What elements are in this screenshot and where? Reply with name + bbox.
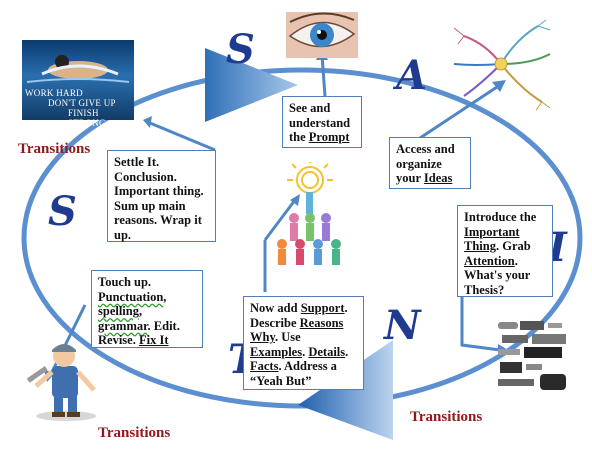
- transitions-label-bottom-left: Transitions: [98, 425, 171, 441]
- access-line-3: your Ideas: [396, 171, 453, 185]
- mind-map-image: [453, 19, 551, 111]
- introduce-line-3: Thing. Grab: [464, 239, 531, 253]
- transitions-label-top-left: Transitions: [18, 141, 91, 157]
- prompt-link: Prompt: [308, 130, 350, 144]
- letter-n: N: [384, 302, 421, 349]
- fix-it-link: Fix It: [138, 333, 169, 347]
- ideas-link: Ideas: [423, 171, 453, 185]
- connector-prompt-eye: [320, 54, 327, 97]
- touch-line-1: Touch up.: [98, 275, 152, 289]
- connector-settle-poster: [149, 121, 216, 152]
- settle-line-1: Settle It.: [114, 155, 160, 169]
- spelling-word: spelling: [98, 304, 139, 318]
- teamwork-figure-image: [277, 162, 341, 265]
- top-arrowhead: [205, 48, 298, 122]
- examples-link: Examples: [250, 344, 303, 359]
- worker-cartoon-image: [26, 344, 96, 421]
- letter-a: A: [396, 52, 428, 99]
- thing-link: Thing: [464, 239, 496, 253]
- touch-line-2: Punctuation,: [98, 289, 167, 304]
- introduce-line-5: What's your: [464, 268, 531, 282]
- box-introduce-thesis: Introduce the Important Thing. Grab Atte…: [457, 205, 553, 297]
- see-line-1: See and: [289, 101, 331, 115]
- touch-line-3: spelling,: [98, 304, 143, 318]
- connector-support-figure: [263, 199, 297, 241]
- support-line-5: Facts. Address a: [250, 359, 337, 373]
- letter-s-left: S: [48, 188, 77, 235]
- access-line-1: Access and: [396, 142, 455, 156]
- settle-line-5: reasons. Wrap it: [114, 213, 202, 227]
- touch-line-5: Revise. Fix It: [98, 333, 169, 347]
- punctuation-word: Punctuation: [98, 289, 164, 304]
- poster-line-3: FINISH STRONG: [68, 108, 106, 128]
- settle-line-2: Conclusion.: [114, 169, 177, 184]
- touch-line-4: grammar. Edit.: [98, 318, 180, 333]
- introduce-line-6: Thesis?: [464, 282, 505, 297]
- poster-line-2: DON'T GIVE UP: [48, 98, 116, 108]
- access-line-2: organize: [396, 156, 442, 171]
- support-line-3: Why. Use: [250, 330, 301, 344]
- introduce-line-1: Introduce the: [464, 210, 537, 224]
- connector-thesis-words: [460, 296, 501, 352]
- attention-link: Attention: [464, 253, 515, 268]
- swimmer-poster: WORK HARD DON'T GIVE UP FINISH STRONG: [22, 40, 134, 128]
- see-line-3: the Prompt: [289, 130, 350, 144]
- grammar-word: grammar: [98, 318, 148, 333]
- box-see-prompt: See and understand the Prompt: [282, 96, 362, 148]
- settle-line-6: up.: [114, 227, 132, 242]
- connector-touch-worker: [48, 304, 87, 377]
- support-line-1: Now add Support.: [250, 301, 348, 315]
- eye-image: [286, 12, 358, 58]
- box-access-ideas: Access and organize your Ideas: [389, 137, 471, 189]
- settle-line-4: Sum up main: [114, 198, 186, 213]
- why-link: Why: [250, 330, 276, 344]
- poster-line-1: WORK HARD: [25, 88, 83, 98]
- support-line-4: Examples. Details.: [250, 344, 349, 359]
- box-add-support: Now add Support. Describe Reasons Why. U…: [243, 296, 364, 390]
- box-touch-up: Touch up. Punctuation, spelling, grammar…: [91, 270, 203, 348]
- swimmer-figure: [26, 55, 130, 83]
- bottom-arrowhead: [298, 340, 393, 440]
- support-link: Support: [300, 301, 345, 315]
- reasons-link: Reasons: [299, 315, 344, 330]
- introduce-line-4: Attention.: [464, 253, 518, 268]
- transitions-label-bottom-right: Transitions: [410, 409, 483, 425]
- support-line-6: “Yeah But”: [250, 373, 312, 388]
- attention-words-image: [498, 321, 566, 390]
- letter-s-top: S: [226, 26, 255, 73]
- support-line-2: Describe Reasons: [250, 315, 344, 330]
- details-link: Details: [308, 344, 346, 359]
- see-line-2: understand: [289, 115, 351, 130]
- connector-ideas-map: [419, 83, 501, 140]
- settle-line-3: Important thing.: [114, 184, 204, 198]
- box-settle-it: Settle It. Conclusion. Important thing. …: [107, 150, 216, 242]
- important-link: Important: [464, 224, 520, 239]
- introduce-line-2: Important: [464, 225, 546, 240]
- facts-link: Facts: [250, 359, 279, 373]
